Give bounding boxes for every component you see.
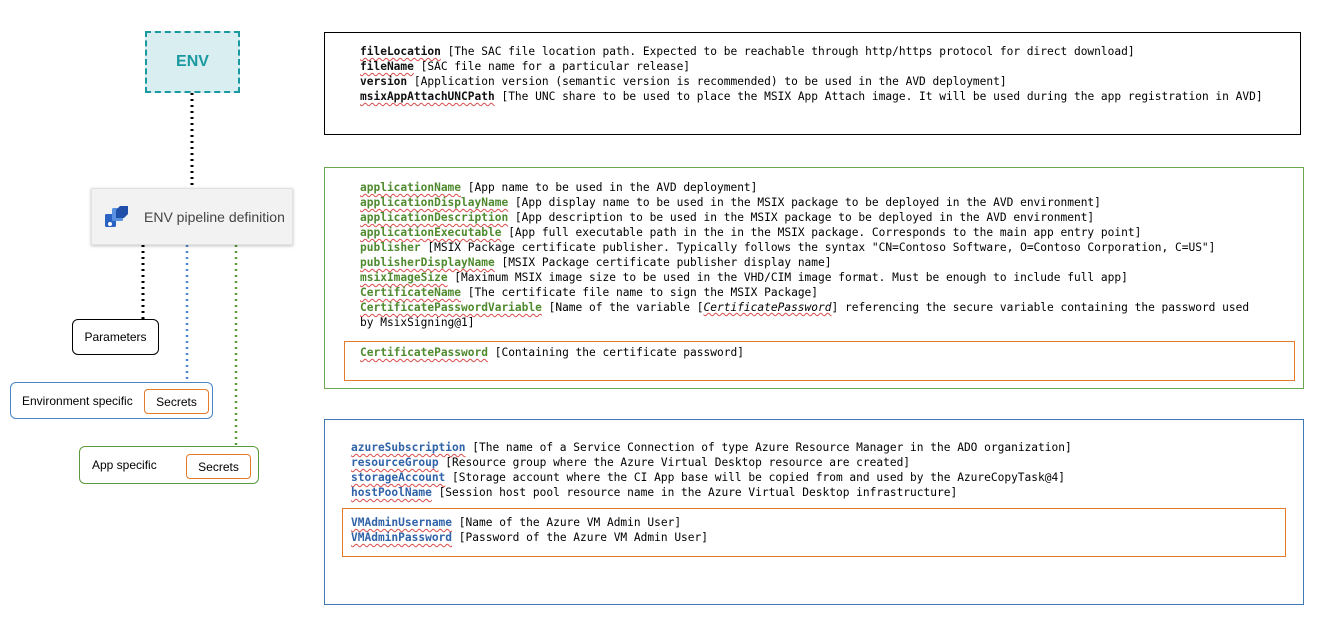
param-line: hostPoolName [Session host pool resource… (351, 485, 957, 500)
param-desc: [App display name to be used in the MSIX… (508, 196, 1101, 209)
param-key: CertificateName (360, 286, 462, 299)
param-desc: [Application version (semantic version i… (407, 75, 1007, 88)
app-secrets-badge: Secrets (186, 454, 251, 479)
param-key: applicationDescription (360, 211, 509, 224)
param-key: fileName (360, 60, 414, 73)
param-line: applicationName [App name to be used in … (360, 180, 757, 195)
environment-secrets-box: VMAdminUsername [Name of the Azure VM Ad… (342, 508, 1286, 557)
secret-line: VMAdminUsername [Name of the Azure VM Ad… (351, 515, 681, 530)
pipeline-node: ENV pipeline definition (91, 188, 293, 245)
environment-specific-panel: azureSubscription [The name of a Service… (324, 419, 1304, 605)
param-line: storageAccount [Storage account where th… (351, 470, 1065, 485)
param-desc: [Session host pool resource name in the … (431, 486, 958, 499)
param-line: resourceGroup [Resource group where the … (351, 455, 910, 470)
parameters-label: Parameters (84, 330, 147, 344)
param-key: hostPoolName (351, 486, 432, 499)
param-desc: [App description to be used in the MSIX … (508, 211, 1095, 224)
parameters-node: Parameters (72, 319, 159, 355)
param-line: publisher [MSIX Package certificate publ… (360, 240, 1215, 255)
param-key: storageAccount (351, 471, 446, 484)
app-secrets-box: CertificatePassword [Containing the cert… (344, 341, 1295, 381)
param-desc: [The certificate file name to sign the M… (461, 286, 819, 299)
param-line: fileLocation [The SAC file location path… (360, 44, 1135, 59)
param-desc: ] referencing the secure variable contai… (831, 301, 1250, 314)
param-key: fileLocation (360, 45, 441, 58)
app-secrets-label: Secrets (198, 459, 239, 474)
param-desc: [The name of a Service Connection of typ… (465, 441, 1072, 454)
param-key: applicationName (360, 181, 462, 194)
env-parameters-panel: fileLocation [The SAC file location path… (324, 32, 1301, 135)
secret-line: VMAdminPassword [Password of the Azure V… (351, 530, 708, 545)
param-key: version (360, 75, 408, 88)
param-line: applicationExecutable [App full executab… (360, 225, 1141, 240)
param-desc: [The UNC share to be used to place the M… (494, 90, 1263, 103)
azure-pipelines-icon (105, 205, 128, 227)
pipeline-label: ENV pipeline definition (144, 208, 285, 225)
app-specific-label: App specific (92, 458, 157, 472)
secret-desc: [Name of the Azure VM Admin User] (452, 516, 682, 529)
param-desc: [MSIX Package certificate publisher. Typ… (420, 241, 1216, 254)
environment-specific-node: Environment specific Secrets (10, 382, 213, 419)
param-line: applicationDescription [App description … (360, 210, 1094, 225)
param-key: msixImageSize (360, 271, 448, 284)
param-key: CertificatePasswordVariable (360, 301, 542, 314)
param-desc: [SAC file name for a particular release] (413, 60, 691, 73)
param-line: by MsixSigning@1] (360, 315, 475, 330)
param-desc: [Maximum MSIX image size to be used in t… (447, 271, 1128, 284)
env-label: ENV (176, 53, 209, 70)
param-key: applicationDisplayName (360, 196, 509, 209)
environment-specific-label: Environment specific (22, 393, 133, 408)
secret-key: CertificatePassword (360, 346, 488, 359)
secret-line: CertificatePassword [Containing the cert… (360, 345, 744, 360)
environment-secrets-badge: Secrets (144, 389, 209, 414)
param-line: msixImageSize [Maximum MSIX image size t… (360, 270, 1128, 285)
environment-secrets-label: Secrets (156, 394, 197, 409)
param-line: msixAppAttachUNCPath [The UNC share to b… (360, 89, 1263, 104)
param-key: publisher (360, 241, 421, 254)
param-line: CertificatePasswordVariable [Name of the… (360, 300, 1249, 315)
param-line: publisherDisplayName [MSIX Package certi… (360, 255, 832, 270)
param-desc: [Resource group where the Azure Virtual … (438, 456, 911, 469)
env-node: ENV (145, 31, 240, 93)
param-desc: [The SAC file location path. Expected to… (440, 45, 1135, 58)
param-key: msixAppAttachUNCPath (360, 90, 495, 103)
param-desc: [Name of the variable [ (541, 301, 704, 314)
param-key: azureSubscription (351, 441, 466, 454)
param-line: applicationDisplayName [App display name… (360, 195, 1101, 210)
param-line: version [Application version (semantic v… (360, 74, 1007, 89)
param-key: applicationExecutable (360, 226, 502, 239)
param-line: azureSubscription [The name of a Service… (351, 440, 1072, 455)
secret-desc: [Containing the certificate password] (487, 346, 744, 359)
secret-desc: [Password of the Azure VM Admin User] (452, 531, 708, 544)
app-specific-panel: applicationName [App name to be used in … (324, 167, 1304, 389)
param-desc: [MSIX Package certificate publisher disp… (494, 256, 832, 269)
param-line: fileName [SAC file name for a particular… (360, 59, 690, 74)
param-line: CertificateName [The certificate file na… (360, 285, 818, 300)
secret-key: VMAdminUsername (351, 516, 453, 529)
param-desc-italic: CertificatePassword (703, 301, 832, 314)
secret-key: VMAdminPassword (351, 531, 453, 544)
param-key: resourceGroup (351, 456, 439, 469)
param-desc: [App name to be used in the AVD deployme… (461, 181, 758, 194)
param-desc: [App full executable path in the in the … (501, 226, 1142, 239)
param-desc: by MsixSigning@1] (360, 316, 475, 329)
app-specific-node: App specific Secrets (79, 446, 259, 484)
param-key: publisherDisplayName (360, 256, 495, 269)
param-desc: [Storage account where the CI App base w… (445, 471, 1065, 484)
